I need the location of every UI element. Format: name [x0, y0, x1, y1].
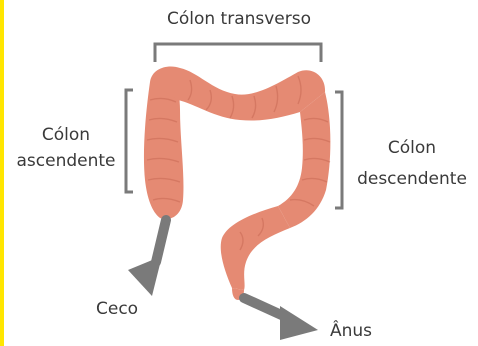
anus-label: Ânus	[330, 320, 372, 342]
colon-illustration	[144, 67, 330, 300]
ascending-colon-label-line1: Cólon	[8, 124, 124, 146]
anus-arrow	[244, 298, 318, 340]
descending-colon-label-line2: descendente	[352, 168, 472, 190]
cecum-label: Ceco	[96, 298, 138, 320]
transverse-colon-label: Cólon transverso	[148, 8, 330, 30]
ascending-colon-label-line2: ascendente	[8, 150, 124, 172]
descending-bracket	[335, 92, 342, 208]
descending-colon-label-line1: Cólon	[352, 137, 472, 159]
transverse-bracket	[155, 44, 321, 62]
sigmoid-colon	[221, 206, 290, 290]
ascending-bracket	[126, 90, 133, 192]
cecum-arrow	[128, 220, 166, 296]
